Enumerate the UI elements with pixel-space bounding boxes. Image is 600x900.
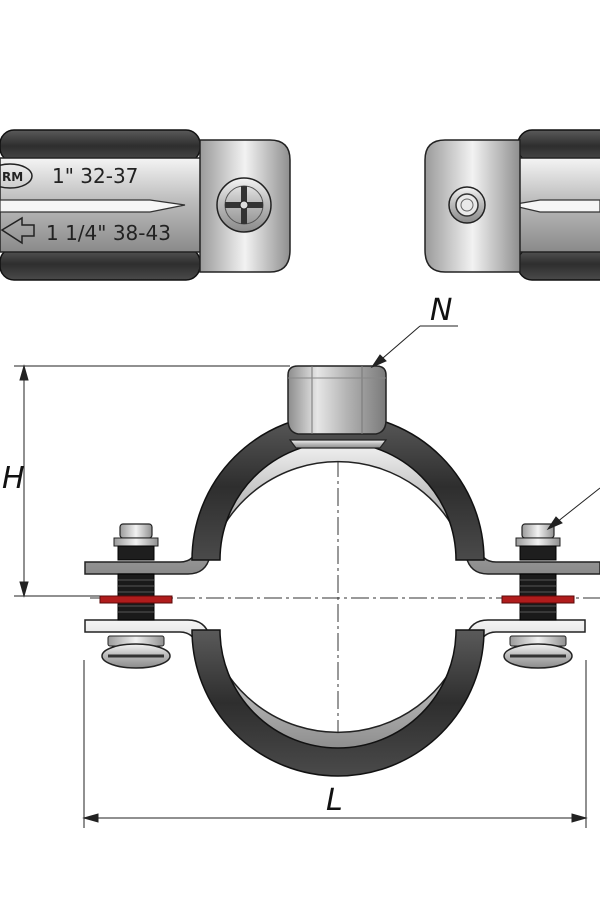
dimension-h <box>14 364 290 598</box>
rubber-band-upper <box>0 129 201 163</box>
dimension-l <box>82 660 588 828</box>
dimension-label-h: H <box>2 461 25 496</box>
top-view-right <box>424 129 600 281</box>
top-view-left: RM 1" 32-37 1 1/4" 38-43 <box>0 129 291 281</box>
leader-n <box>370 325 458 369</box>
dimension-label-l: L <box>326 783 343 818</box>
strip-gap-right <box>509 199 600 213</box>
lower-rubber <box>191 629 485 777</box>
size-marking-bottom: 1 1/4" 38-43 <box>46 221 171 245</box>
brand-logo: RM <box>0 163 33 189</box>
seal-washer-left <box>99 595 173 604</box>
right-screw-assembly <box>501 523 575 669</box>
rubber-band-upper-right <box>517 129 600 163</box>
strip-gap <box>0 199 186 213</box>
rubber-band-lower-right <box>517 247 600 281</box>
front-view <box>84 365 600 777</box>
left-screw-assembly <box>99 523 173 669</box>
hex-nut <box>287 365 387 435</box>
weld-boss <box>288 439 388 449</box>
rubber-band-lower <box>0 247 201 281</box>
leader-label-n: N <box>430 293 452 328</box>
arrow-symbol-icon <box>0 216 35 245</box>
leader-right <box>546 487 600 531</box>
seal-washer-right <box>501 595 575 604</box>
upper-rubber <box>191 413 485 561</box>
mounting-hole-icon <box>448 186 486 224</box>
brand-text: RM <box>2 170 23 184</box>
size-marking-top: 1" 32-37 <box>52 164 138 188</box>
